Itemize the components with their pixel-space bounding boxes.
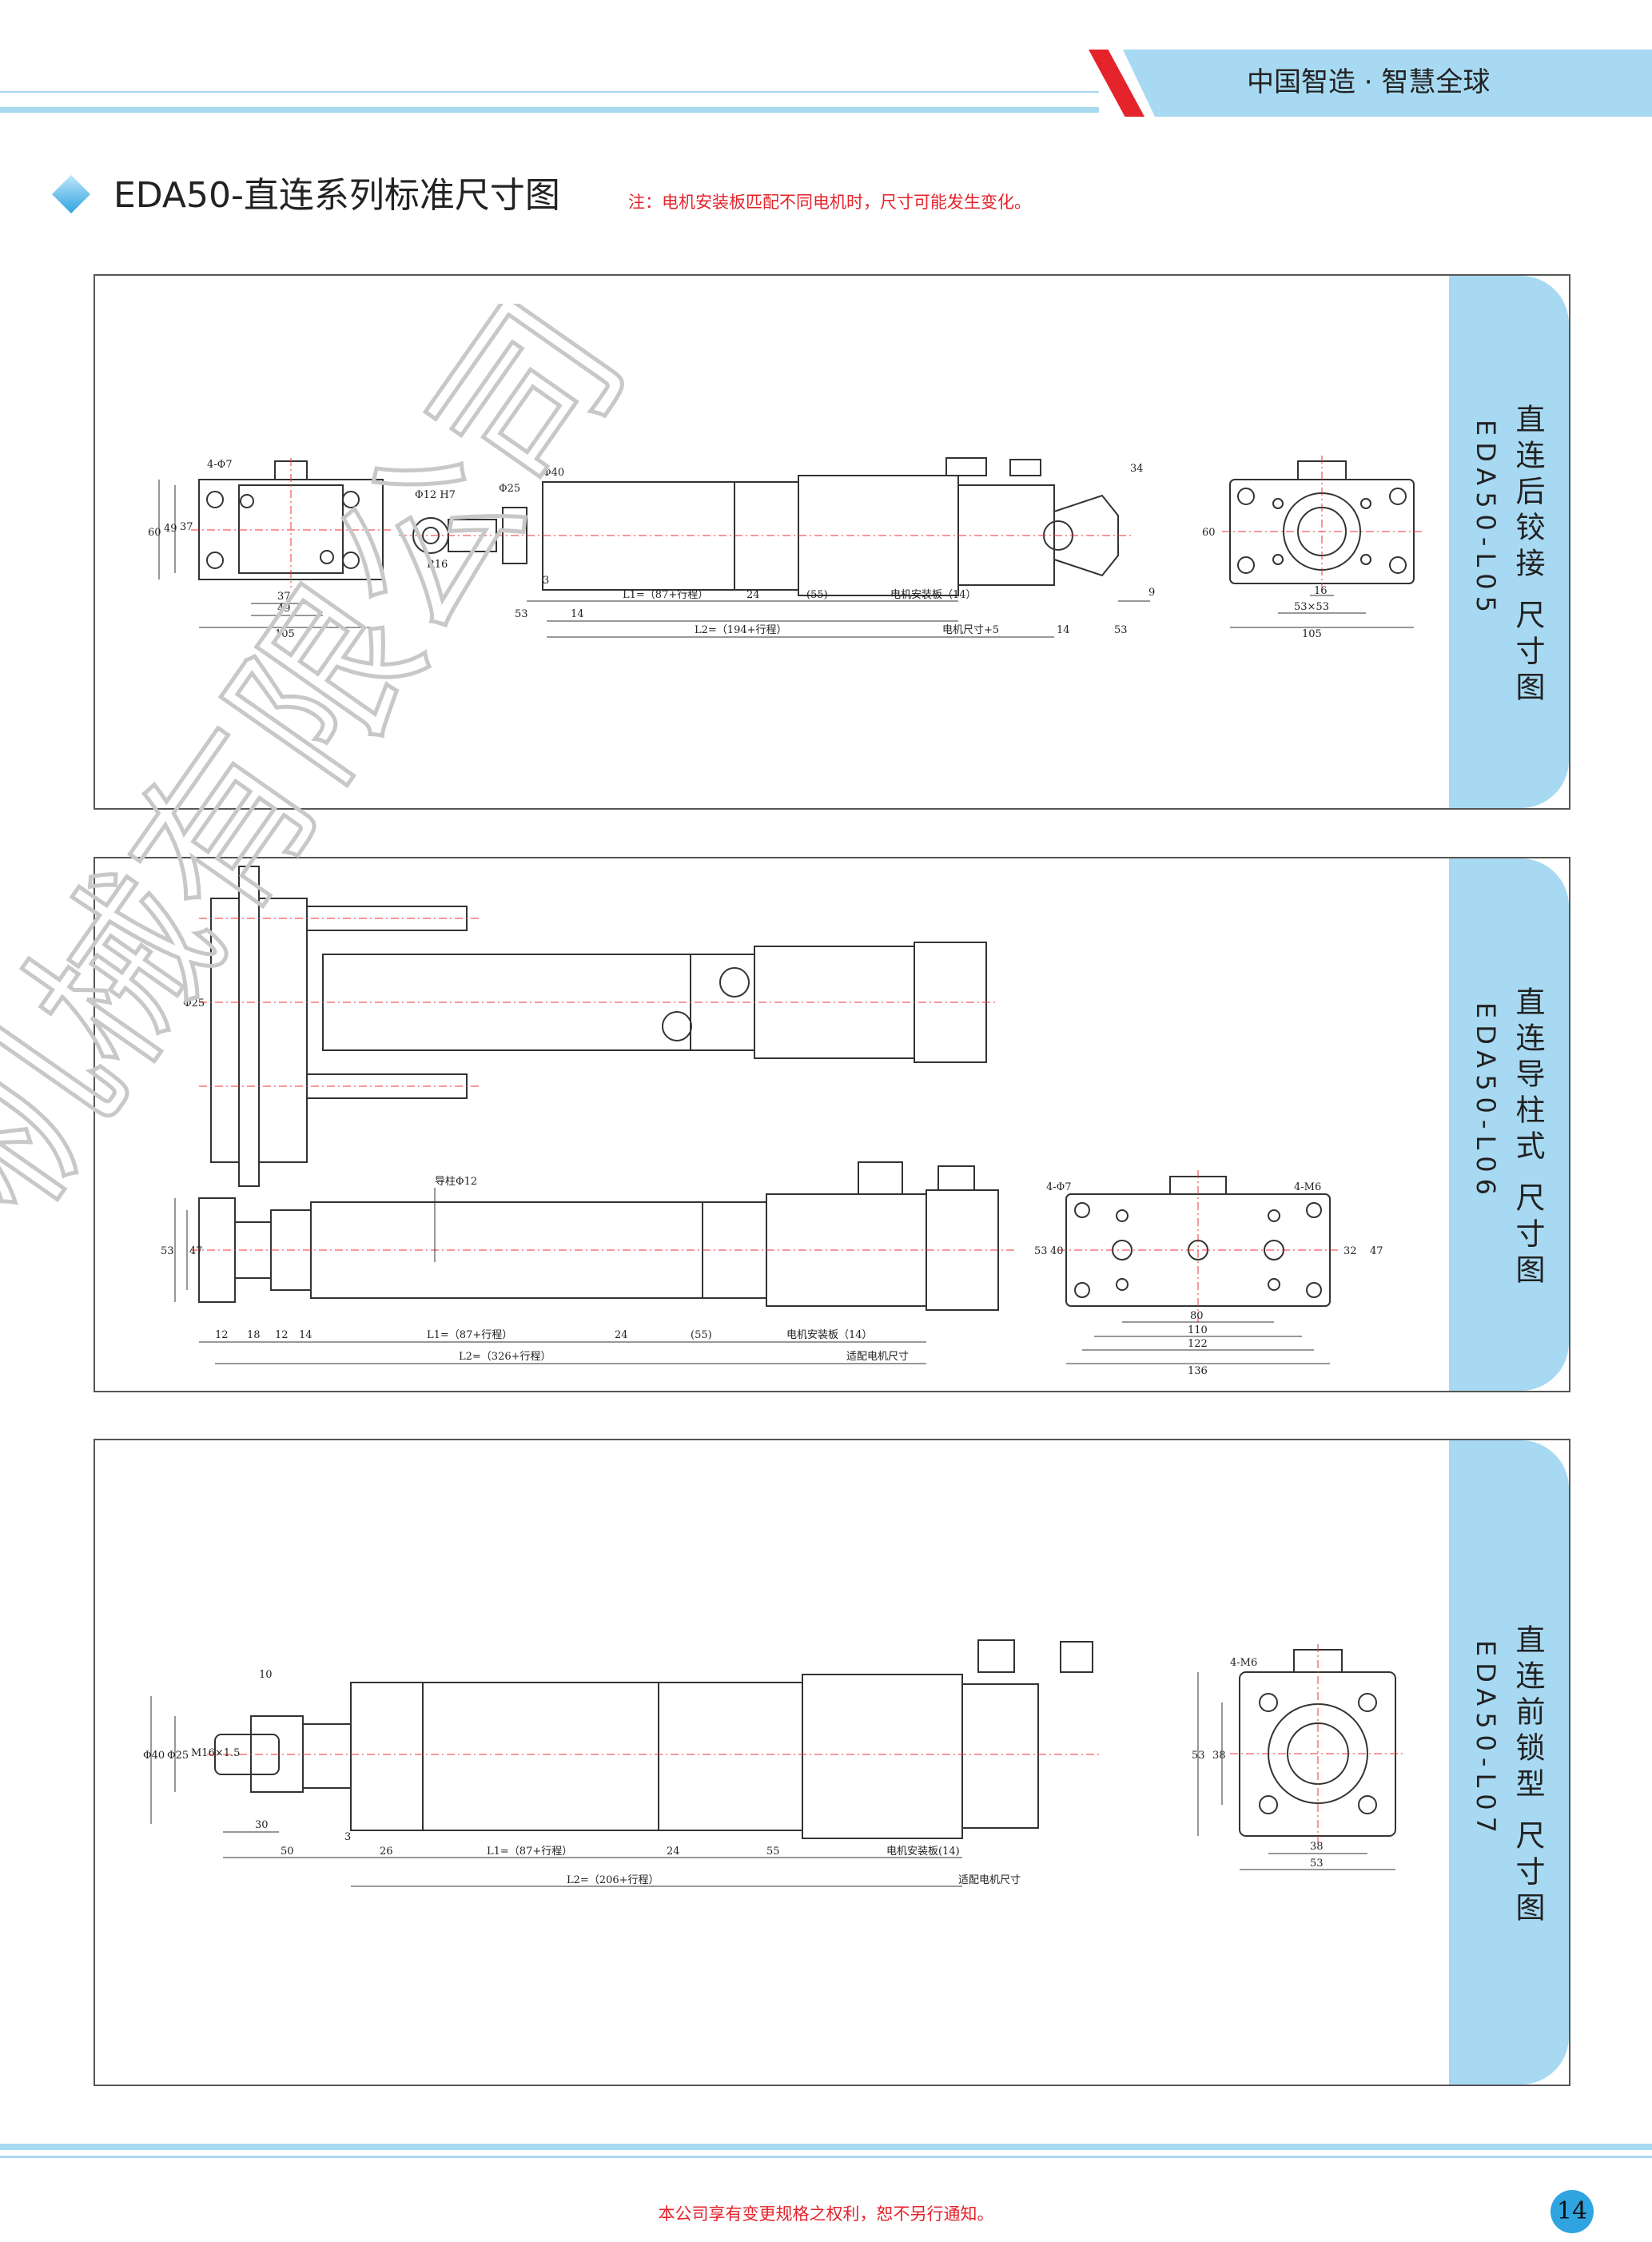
dim-label: 9	[1148, 587, 1155, 599]
dim-label: 53	[1310, 1858, 1324, 1870]
dim-label: L2=（326+行程）	[459, 1351, 551, 1363]
dim-label: 24	[667, 1846, 680, 1858]
dim-label: 24	[746, 589, 760, 601]
dim-label: 4-M6	[1294, 1181, 1321, 1193]
dim-label: 3	[344, 1831, 351, 1843]
panel-tab: 直连前锁型 尺寸图 EDA50-L07	[1449, 1440, 1569, 2085]
panel-tab-title: 直连前锁型 尺寸图	[1511, 1624, 1545, 1928]
dim-label: Φ25	[499, 483, 520, 495]
dim-label: 60	[148, 527, 161, 539]
dim-label: 38	[1310, 1841, 1324, 1853]
dim-label: 12	[275, 1329, 289, 1341]
dim-label: 53	[1192, 1750, 1205, 1762]
dim-label: Φ25	[167, 1750, 189, 1762]
dim-label: M16×1.5	[191, 1747, 240, 1759]
page-title: EDA50-直连系列标准尺寸图	[113, 175, 560, 216]
dim-label: Φ25	[183, 998, 205, 1009]
dim-label: 136	[1188, 1365, 1208, 1377]
dim-label: 105	[1302, 628, 1322, 640]
header-rule-thin	[0, 91, 1099, 93]
slogan-text: 中国智造 · 智慧全球	[1247, 66, 1491, 98]
panel-tab-model: EDA50-L07	[1471, 1640, 1501, 1839]
page-number: 14	[1550, 2190, 1594, 2233]
dim-label: 导柱Φ12	[435, 1176, 477, 1188]
dim-label: 3	[543, 575, 549, 587]
dim-label: 14	[571, 608, 584, 620]
dim-label: L2=（194+行程）	[695, 624, 787, 636]
footer-rule-thin	[0, 2156, 1652, 2158]
dim-label: 53	[1114, 624, 1128, 636]
dim-label: 122	[1188, 1338, 1208, 1350]
panel-tab-model: EDA50-L05	[1471, 420, 1501, 619]
dim-label: 适配电机尺寸	[846, 1351, 909, 1363]
dim-label: 80	[1190, 1310, 1204, 1322]
dim-label: 53×53	[1294, 601, 1329, 613]
dim-label: 4-Φ7	[1046, 1181, 1072, 1193]
dim-label: 110	[1188, 1324, 1208, 1336]
dim-label: 50	[281, 1846, 294, 1858]
drawing-l06: Φ25 导柱Φ12 53 47 12 18 12 14 L1=（87+行程） 2…	[161, 866, 1383, 1377]
dim-label: 53	[161, 1245, 174, 1257]
panel-tab: 直连后铰接 尺寸图 EDA50-L05	[1449, 276, 1569, 808]
dim-label: 4-Φ7	[207, 459, 233, 471]
dim-label: 电机安装板（14）	[786, 1329, 873, 1341]
footer-rule	[0, 2144, 1652, 2150]
dim-label: 24	[615, 1329, 628, 1341]
title-diamond-icon	[51, 174, 91, 214]
footer-text: 本公司享有变更规格之权利，恕不另行通知。	[658, 2204, 994, 2224]
dim-label: 电机安装板（14）	[890, 589, 977, 601]
dim-label: L2=（206+行程）	[567, 1874, 659, 1886]
dim-label: 37	[277, 591, 291, 603]
drawing-l07: 10 Φ40 Φ25 M16×1.5 30 3 50 26 L1=（87+行程）…	[143, 1639, 1406, 1887]
dim-label: 12	[215, 1329, 229, 1341]
dim-label: L1=（87+行程）	[623, 589, 708, 601]
dim-label: 47	[189, 1245, 203, 1257]
dim-label: (55)	[691, 1329, 712, 1341]
dim-label: Φ40	[543, 467, 564, 479]
panel-tab: 直连导柱式 尺寸图 EDA50-L06	[1449, 858, 1569, 1391]
dim-label: 4-M6	[1230, 1657, 1257, 1669]
panel-l05: 直连后铰接 尺寸图 EDA50-L05	[94, 274, 1570, 810]
dim-label: 60	[1202, 527, 1216, 539]
dim-label: 30	[255, 1819, 269, 1831]
dim-label: 电机尺寸+5	[942, 624, 999, 636]
dim-label: 38	[1212, 1750, 1226, 1762]
dim-label: 53	[1034, 1245, 1048, 1257]
panel-tab-title: 直连导柱式 尺寸图	[1511, 986, 1545, 1290]
header-rule	[0, 107, 1099, 113]
drawing-l05: 4-Φ7 60 49 37 37 49 105 Φ12 H7 Φ25 Φ40 R…	[148, 456, 1422, 640]
dim-label: 电机安装板(14)	[886, 1846, 960, 1858]
dim-label: 37	[180, 521, 193, 533]
dim-label: 47	[1370, 1245, 1383, 1257]
dim-label: 14	[1057, 624, 1070, 636]
dim-label: 10	[259, 1669, 273, 1681]
dim-label: 适配电机尺寸	[958, 1874, 1021, 1886]
dim-label: Φ40	[143, 1750, 165, 1762]
note-text: 注：电机安装板匹配不同电机时，尺寸可能发生变化。	[628, 193, 1031, 212]
panel-tab-title: 直连后铰接 尺寸图	[1511, 404, 1545, 707]
dim-label: 49	[164, 523, 177, 535]
dim-label: 55	[766, 1846, 780, 1858]
panel-l06: 直连导柱式 尺寸图 EDA50-L06	[94, 857, 1570, 1392]
dim-label: 14	[299, 1329, 312, 1341]
dim-label: (55)	[806, 589, 828, 601]
dim-label: Φ12 H7	[415, 489, 456, 501]
panel-l07: 直连前锁型 尺寸图 EDA50-L07	[94, 1439, 1570, 2086]
slogan-banner	[1123, 50, 1652, 117]
dim-label: 34	[1130, 463, 1144, 475]
dim-label: 53	[515, 608, 528, 620]
dim-label: 49	[277, 603, 291, 615]
dim-label: L1=（87+行程）	[487, 1846, 572, 1858]
dim-label: 16	[1314, 585, 1328, 597]
panel-tab-model: EDA50-L06	[1471, 1002, 1501, 1201]
dim-label: 32	[1343, 1245, 1357, 1257]
dim-label: L1=（87+行程）	[427, 1329, 512, 1341]
dim-label: 26	[380, 1846, 393, 1858]
dim-label: 40	[1050, 1245, 1064, 1257]
dim-label: 105	[275, 628, 295, 640]
dim-label: R16	[427, 559, 448, 571]
dim-label: 18	[247, 1329, 261, 1341]
